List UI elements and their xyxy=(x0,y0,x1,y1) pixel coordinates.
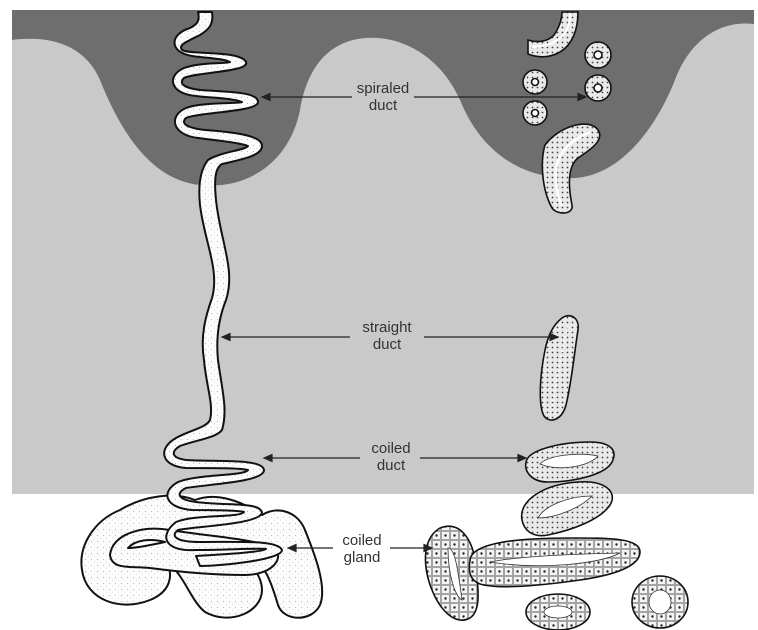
label-coiled-duct: coiled duct xyxy=(346,440,436,474)
label-spiraled-duct: spiraled duct xyxy=(338,80,428,114)
label-coiled-duct-line1: coiled xyxy=(346,440,436,457)
label-spiraled-duct-line1: spiraled xyxy=(338,80,428,97)
label-coiled-duct-line2: duct xyxy=(346,457,436,474)
label-coiled-gland: coiled gland xyxy=(317,532,407,566)
label-spiraled-duct-line2: duct xyxy=(338,97,428,114)
label-coiled-gland-line1: coiled xyxy=(317,532,407,549)
label-straight-duct-line1: straight xyxy=(342,319,432,336)
label-straight-duct: straight duct xyxy=(342,319,432,353)
label-coiled-gland-line2: gland xyxy=(317,549,407,566)
label-straight-duct-line2: duct xyxy=(342,336,432,353)
